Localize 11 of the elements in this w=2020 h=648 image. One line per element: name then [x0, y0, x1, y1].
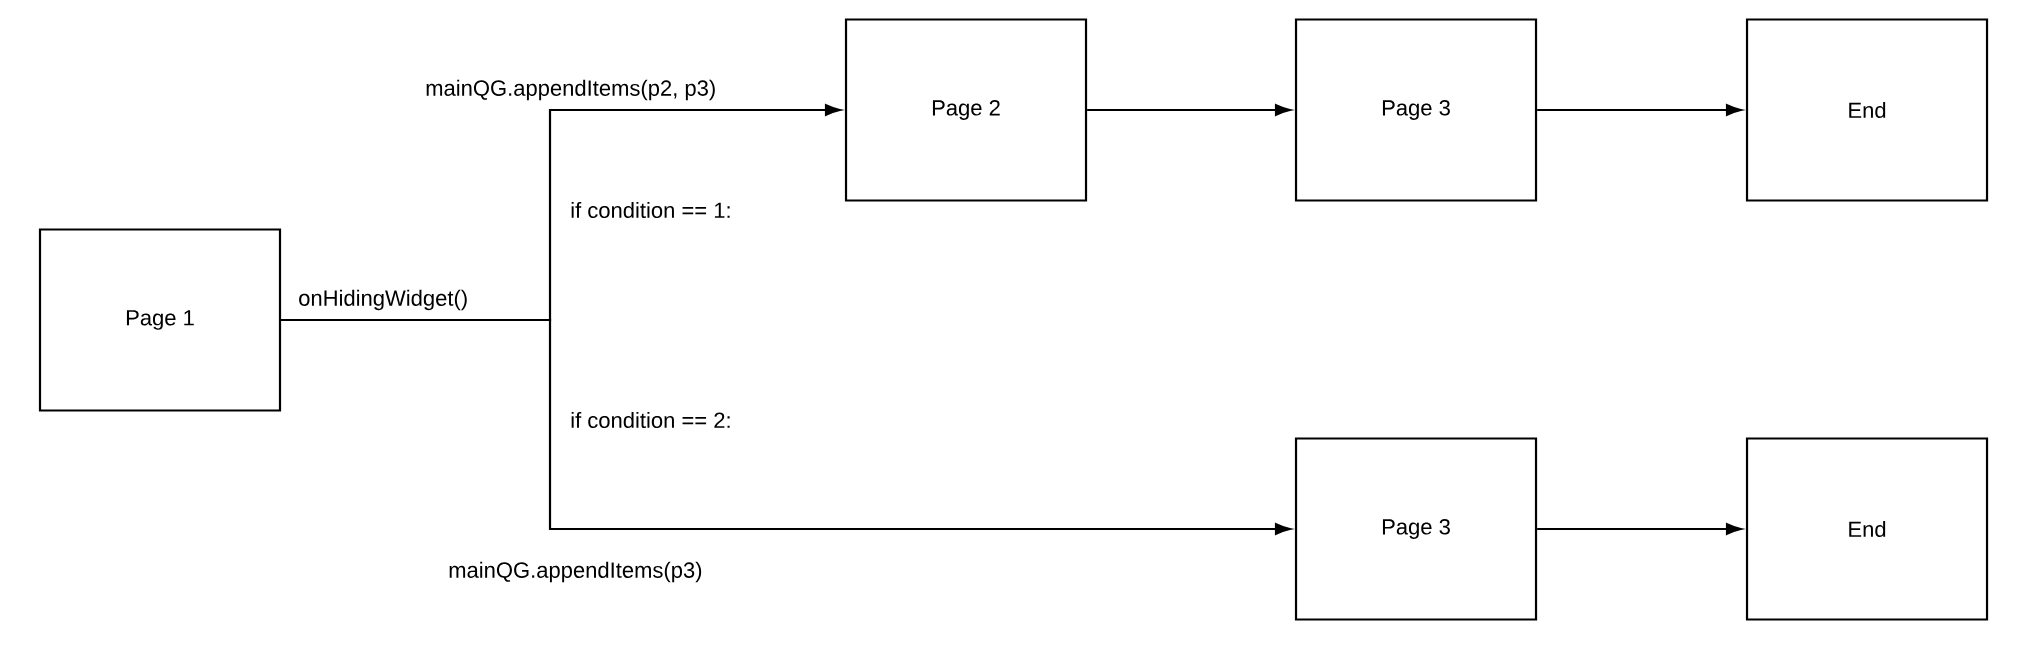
page-box: Page 2	[844, 18, 1088, 202]
condition-label: onHidingWidget()	[299, 289, 467, 311]
page-box: End	[1745, 437, 1989, 621]
page-box: End	[1745, 18, 1989, 202]
condition-label: if condition == 2:	[571, 411, 730, 429]
edge-label: mainQG.appendItems(p2, p3)	[426, 79, 715, 101]
edge-label: mainQG.appendItems(p3)	[449, 561, 702, 583]
condition-label: if condition == 1:	[571, 201, 730, 219]
page-box: Page 3	[1294, 437, 1538, 621]
page-box: Page 3	[1294, 18, 1538, 202]
page-box: Page 1	[38, 228, 282, 412]
